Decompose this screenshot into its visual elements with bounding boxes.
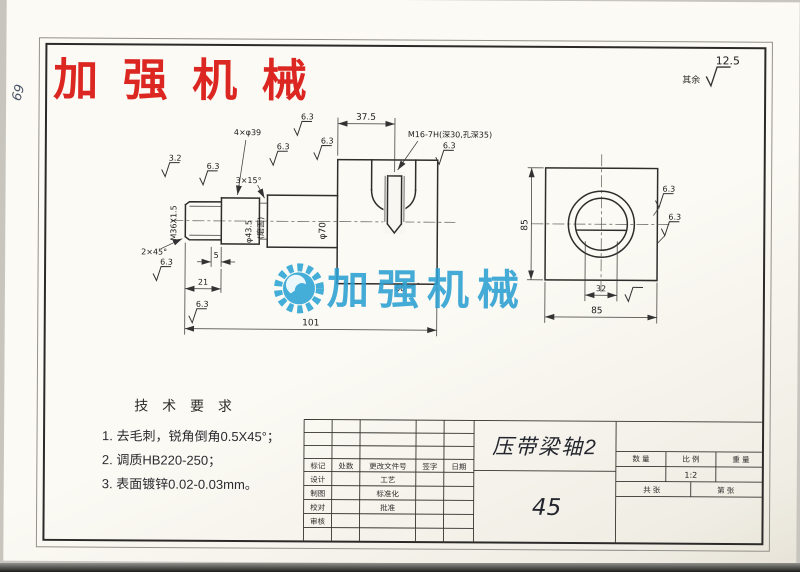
roughness-value: 6.3	[663, 185, 676, 194]
roughness-value: 6.3	[207, 162, 220, 171]
tb-date: 日期	[451, 462, 466, 471]
roughness-value: 6.3	[321, 137, 334, 146]
tb-material: 45	[532, 495, 561, 521]
tech-item-3: 3. 表面镀锌0.02-0.03mm。	[102, 476, 258, 492]
roughness-icon	[293, 120, 313, 136]
callout-groove-chamfer: 3×15°	[236, 176, 262, 185]
dim-thread: M36X1.5	[169, 205, 178, 240]
tech-title: 技 术 要 求	[134, 397, 237, 414]
tb-weight: 重 量	[732, 455, 750, 464]
tb-change-doc: 更改文件号	[369, 461, 407, 471]
tb-scale-value: 1:2	[684, 471, 697, 480]
dim-step-note: (磨面)	[255, 217, 265, 239]
roughness-icon	[705, 66, 732, 87]
roughness-value: 3.2	[169, 154, 182, 163]
technical-requirements: 技 术 要 求 1. 去毛刺，锐角倒角0.5X45°； 2. 调质HB220-2…	[102, 397, 280, 492]
roughness-icon	[188, 308, 208, 324]
dim-slot-offset: 37.5	[356, 113, 376, 123]
tech-item-1: 1. 去毛刺，锐角倒角0.5X45°；	[102, 428, 280, 445]
watermark: 加强机械	[273, 263, 527, 314]
drawing-canvas: 加 强 机 械 69 其余 12.5	[9, 37, 773, 552]
tb-design: 设计	[310, 474, 326, 484]
company-logo: 加 强 机 械	[53, 54, 313, 107]
roughness-icon	[313, 144, 333, 161]
tb-part-name: 压带梁轴2	[492, 436, 598, 460]
dim-len21: 21	[198, 278, 208, 287]
end-view-dimensions: 85 85 32 6.3 6.3	[520, 167, 681, 324]
tb-standard: 标准化	[376, 488, 399, 498]
roughness-icon	[624, 286, 644, 302]
roughness-value: 6.3	[160, 258, 173, 267]
margin-note: 69	[9, 83, 28, 103]
roughness-icon	[435, 149, 455, 165]
side-view-dimensions: 37.5 M16-7H(深30,孔深35) 4×φ39 3×15° M36X1.…	[141, 112, 492, 337]
roughness-icon	[660, 221, 680, 237]
dim-key-w: 32	[596, 284, 606, 293]
tb-approve: 批准	[380, 502, 396, 512]
drawing-frame	[35, 37, 773, 552]
dim-body-dia: φ70	[318, 222, 328, 240]
tb-mark: 标记	[310, 460, 326, 470]
dim-plate-w: 85	[591, 306, 603, 316]
tb-qty: 数 量	[632, 453, 650, 463]
tb-scale: 比 例	[682, 454, 699, 464]
roughness-value: 6.3	[277, 142, 290, 151]
roughness-icon	[152, 265, 172, 282]
end-view	[531, 154, 672, 295]
dim-plate-h: 85	[520, 219, 530, 231]
shaft-side-view	[171, 158, 456, 285]
tb-sign: 签字	[422, 461, 437, 471]
watermark-text: 加强机械	[327, 266, 527, 314]
roughness-icon	[161, 162, 181, 178]
tb-audit: 审核	[310, 516, 326, 526]
roughness-icon	[269, 150, 289, 166]
dim-len5: 5	[214, 251, 219, 260]
paper-sheet: 加 强 机 械 69 其余 12.5	[3, 0, 800, 566]
roughness-value: 6.3	[301, 112, 314, 121]
general-roughness: 其余 12.5	[682, 54, 740, 87]
dim-end-chamfer: 2×45°	[141, 247, 167, 256]
scanner-edge-shadow	[0, 563, 800, 572]
dim-len101: 101	[302, 318, 319, 328]
callout-tapped-hole: M16-7H(深30,孔深35)	[408, 130, 492, 140]
tb-draft: 制图	[310, 488, 325, 498]
dim-step-dia: φ43.5	[244, 220, 253, 243]
tb-check: 校对	[310, 502, 326, 512]
tb-process: 工艺	[380, 475, 395, 484]
dim-angle60: 60°	[395, 284, 409, 293]
roughness-icon	[199, 170, 219, 186]
roughness-value: 6.3	[196, 300, 209, 309]
tech-item-2: 2. 调质HB220-250；	[102, 452, 221, 469]
tb-sheet-no: 第 张	[717, 485, 735, 495]
roughness-value: 6.3	[668, 213, 681, 222]
tb-count: 处数	[338, 461, 354, 471]
callout-flats: 4×φ39	[234, 128, 261, 137]
gear-logo-icon	[273, 263, 324, 314]
title-block: 标记 处数 更改文件号 签字 日期 设计 工艺 制图 标准化 校对 批准 审核 …	[302, 418, 764, 544]
tb-sheets: 共 张	[643, 485, 661, 494]
general-roughness-label: 其余	[682, 74, 700, 85]
general-roughness-value: 12.5	[716, 54, 740, 67]
roughness-value: 6.3	[443, 141, 456, 150]
